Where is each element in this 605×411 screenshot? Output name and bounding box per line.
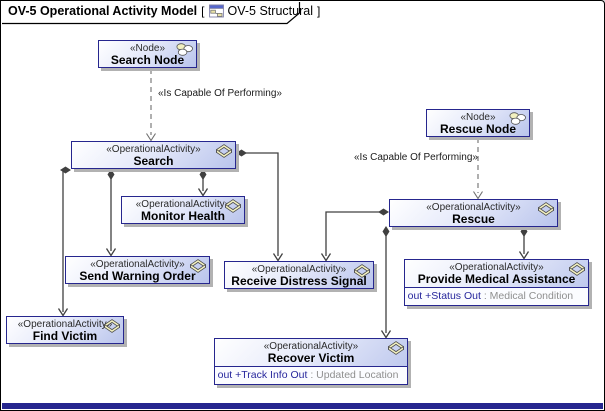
operational-activity-icon (354, 264, 370, 283)
activity-recover-victim[interactable]: «OperationalActivity» Recover Victim out… (213, 338, 409, 386)
element-name: Rescue Node (439, 122, 517, 136)
attribute-separator: : (310, 369, 314, 382)
node-icon (509, 112, 526, 130)
element-name: Search Node (110, 53, 185, 67)
element-name: Send Warning Order (79, 269, 196, 283)
diagram-subtitle: OV-5 Structural (227, 4, 313, 18)
attribute-compartment[interactable]: out +Status Out : Medical Condition (403, 287, 590, 307)
operational-activity-icon (569, 262, 585, 281)
diagram-title: OV-5 Operational Activity Model (8, 4, 198, 18)
stereotype: «OperationalActivity» (90, 259, 185, 270)
connector-search-monitor-health[interactable] (197, 169, 209, 197)
operational-activity-icon (225, 199, 241, 218)
diagram-frame-title: OV-5 Operational Activity Model [ OV-5 S… (8, 4, 320, 18)
element-name: Monitor Health (141, 209, 225, 223)
activity-receive-distress-signal[interactable]: «OperationalActivity» Receive Distress S… (224, 261, 374, 289)
activity-monitor-health[interactable]: «OperationalActivity» Monitor Health (121, 196, 245, 224)
activity-send-warning-order[interactable]: «OperationalActivity» Send Warning Order (65, 256, 210, 284)
stereotype: «OperationalActivity» (251, 264, 347, 275)
activity-search[interactable]: «OperationalActivity» Search (71, 141, 236, 169)
attribute-direction: out (407, 290, 423, 303)
operational-activity-icon (190, 259, 206, 278)
element-name: Provide Medical Assistance (417, 272, 576, 286)
operational-activity-icon (388, 341, 404, 360)
stereotype: «OperationalActivity» (426, 202, 521, 213)
element-name: Find Victim (32, 329, 98, 343)
connector-search-find-victim[interactable] (57, 166, 72, 317)
edge-label-is-capable-of-performing-rescue[interactable]: «Is Capable Of Performing» (354, 152, 478, 163)
node-rescue-node[interactable]: «Node» Rescue Node (426, 109, 530, 137)
attribute-direction: out (217, 369, 233, 382)
stereotype: «Node» (460, 112, 496, 123)
element-name: Search (133, 154, 174, 168)
element-name: Recover Victim (267, 351, 355, 365)
bottom-bar (2, 403, 603, 409)
stereotype: «OperationalActivity» (135, 199, 231, 210)
title-bracket-close: ] (316, 4, 321, 18)
node-search-node[interactable]: «Node» Search Node (98, 40, 197, 68)
stereotype: «OperationalActivity» (449, 262, 544, 273)
stereotype: «Node» (129, 43, 166, 54)
stereotype: «OperationalActivity» (263, 341, 359, 352)
title-bracket-open: [ (201, 4, 205, 18)
operational-activity-icon (104, 319, 120, 338)
element-name: Rescue (452, 212, 495, 226)
stereotype: «OperationalActivity» (17, 319, 113, 330)
connector-rescue-node-capability[interactable] (473, 138, 483, 200)
attribute-compartment[interactable]: out +Track Info Out : Updated Location (213, 366, 409, 386)
attribute-name: +Track Info Out (235, 369, 308, 382)
stereotype: «OperationalActivity» (106, 144, 201, 155)
connector-search-node-capability[interactable] (146, 69, 156, 142)
attribute-type: Updated Location (316, 369, 399, 382)
operational-activity-icon (538, 202, 554, 221)
attribute-name: +Status Out (425, 290, 481, 303)
edge-label-is-capable-of-performing-search[interactable]: «Is Capable Of Performing» (158, 88, 282, 99)
attribute-separator: : (483, 290, 487, 303)
element-name: Receive Distress Signal (231, 274, 367, 288)
connector-rescue-recover-victim[interactable] (380, 226, 392, 339)
activity-find-victim[interactable]: «OperationalActivity» Find Victim (6, 316, 124, 344)
activity-rescue[interactable]: «OperationalActivity» Rescue (389, 199, 558, 227)
connector-search-send-warning-order[interactable] (105, 169, 117, 257)
node-icon (176, 43, 193, 61)
attribute-type: Medical Condition (489, 290, 574, 303)
diagram-icon (209, 4, 224, 18)
activity-provide-medical-assistance[interactable]: «OperationalActivity» Provide Medical As… (403, 259, 590, 307)
operational-activity-icon (216, 144, 232, 163)
connector-rescue-provide-medical-assistance[interactable] (518, 226, 530, 260)
connector-rescue-receive-distress-signal[interactable] (320, 208, 390, 262)
